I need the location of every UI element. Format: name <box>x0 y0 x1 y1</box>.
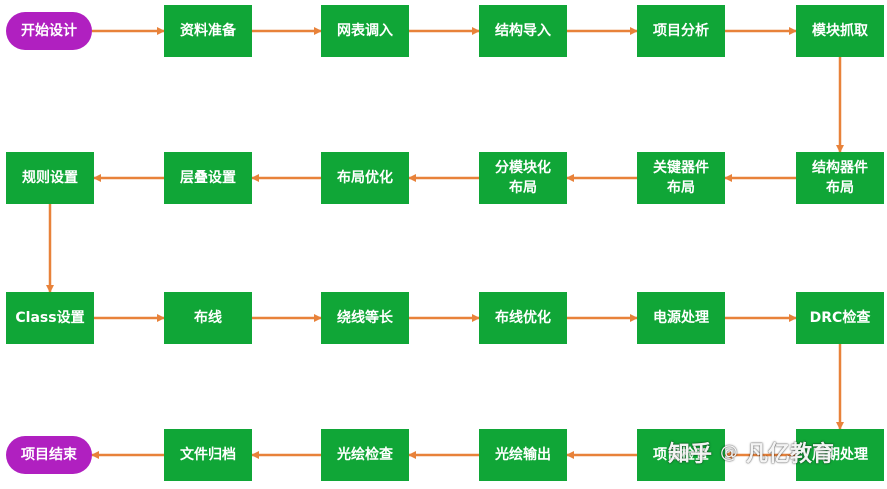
node-class-setup: Class设置 <box>6 292 94 344</box>
node-netlist-import: 网表调入 <box>321 5 409 57</box>
node-drc-check: DRC检查 <box>796 292 884 344</box>
node-routing: 布线 <box>164 292 252 344</box>
node-start: 开始设计 <box>6 12 92 50</box>
node-power-handling: 电源处理 <box>637 292 725 344</box>
node-end: 项目结束 <box>6 436 92 474</box>
node-file-archiving: 文件归档 <box>164 429 252 481</box>
node-rule-setup: 规则设置 <box>6 152 94 204</box>
node-post-processing: 后期处理 <box>796 429 884 481</box>
node-module-capture: 模块抓取 <box>796 5 884 57</box>
node-gerber-output: 光绘输出 <box>479 429 567 481</box>
node-structural-component-layout: 结构器件 布局 <box>796 152 884 204</box>
node-project-check: 项目检查 <box>637 429 725 481</box>
node-project-analysis: 项目分析 <box>637 5 725 57</box>
node-length-tuning: 绕线等长 <box>321 292 409 344</box>
node-gerber-check: 光绘检查 <box>321 429 409 481</box>
node-data-preparation: 资料准备 <box>164 5 252 57</box>
node-key-component-layout: 关键器件 布局 <box>637 152 725 204</box>
node-modular-layout: 分模块化 布局 <box>479 152 567 204</box>
node-routing-optimization: 布线优化 <box>479 292 567 344</box>
node-structure-import: 结构导入 <box>479 5 567 57</box>
node-layout-optimization: 布局优化 <box>321 152 409 204</box>
node-stackup-setup: 层叠设置 <box>164 152 252 204</box>
